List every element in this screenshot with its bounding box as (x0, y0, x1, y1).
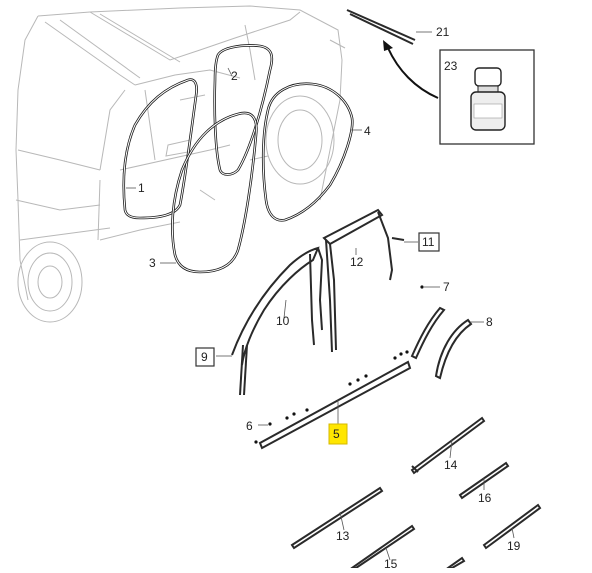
strip-14 (410, 416, 486, 475)
callout-21: 21 (436, 25, 450, 39)
callout-19: 19 (507, 539, 521, 553)
bottle-icon (470, 67, 506, 131)
strip-13 (290, 486, 384, 550)
callout-3: 3 (149, 256, 156, 270)
callout-5-highlight (328, 423, 348, 445)
callout-5: 5 (333, 427, 340, 441)
sill-moulding-5 (258, 360, 412, 450)
window-channel-12 (322, 208, 405, 353)
clip-dots (254, 285, 424, 444)
callout-9-box (195, 347, 215, 367)
front-door-seal (122, 78, 198, 220)
window-channel-10 (231, 246, 324, 396)
leader-lines (126, 67, 515, 561)
door-seal-4 (261, 82, 354, 222)
strip-15 (348, 524, 416, 569)
callout-15: 15 (384, 557, 398, 568)
curved-trim-8 (434, 318, 473, 380)
callout-6: 6 (246, 419, 253, 433)
door-seal-3 (171, 111, 258, 274)
callout-2: 2 (231, 69, 238, 83)
callout-9: 9 (201, 350, 208, 364)
callout-23: 23 (444, 59, 458, 73)
callout-8: 8 (486, 315, 493, 329)
rear-door-frame-seal (213, 44, 274, 176)
callout-11: 11 (422, 235, 435, 249)
callout-10: 10 (276, 314, 290, 328)
callout-12: 12 (350, 255, 364, 269)
callout-16: 16 (478, 491, 492, 505)
trim-strip-21 (346, 9, 416, 45)
callout-11-box (418, 232, 440, 252)
callout-1: 1 (138, 181, 145, 195)
curved-trim-7 (410, 306, 446, 360)
strip-19 (482, 503, 542, 550)
strip-partial (444, 556, 466, 569)
callout-4: 4 (364, 124, 371, 138)
callout-14: 14 (444, 458, 458, 472)
strip-16 (458, 461, 510, 500)
callout-13: 13 (336, 529, 350, 543)
vehicle-outline (15, 5, 346, 323)
callout-7: 7 (443, 280, 450, 294)
adhesive-kit-box (439, 49, 535, 145)
arrow-to-adhesive (383, 40, 439, 99)
